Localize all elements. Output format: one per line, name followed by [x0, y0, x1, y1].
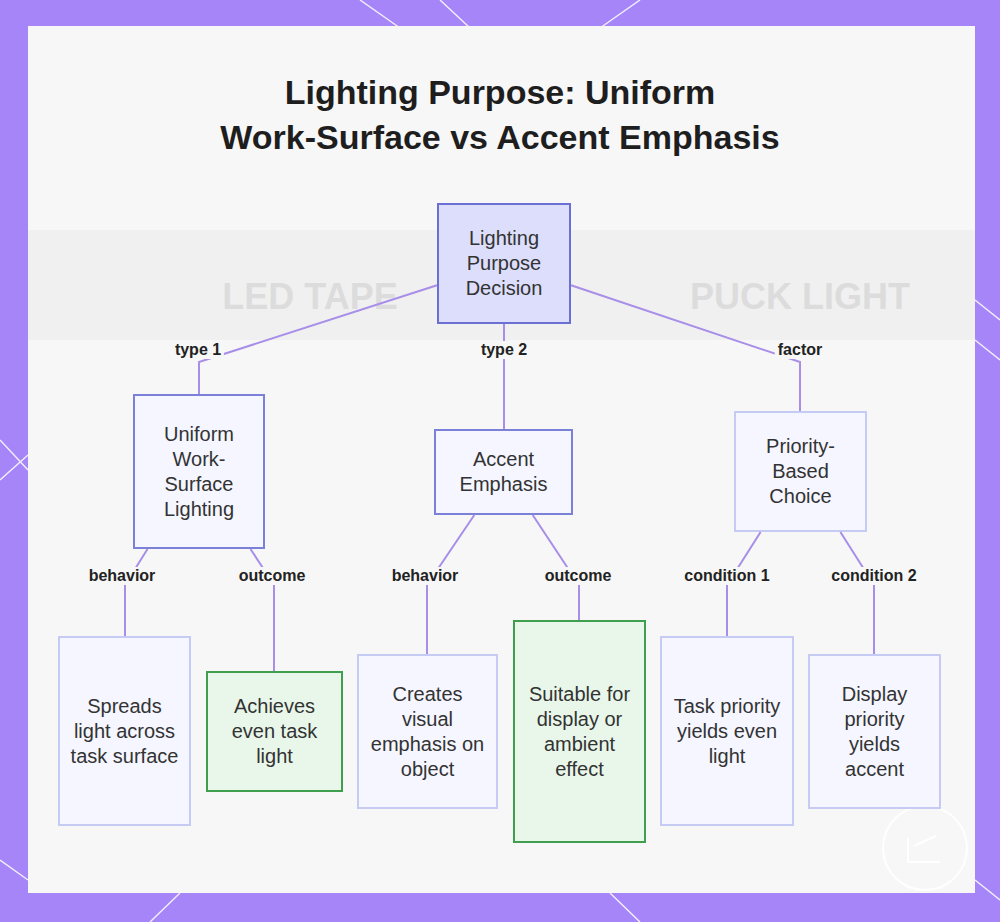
- node-text: Spreads light across task surface: [70, 694, 179, 769]
- process-box: Spreads light across task surface: [58, 636, 191, 826]
- node-text: Creates visual emphasis on object: [369, 682, 486, 782]
- connector-line: [571, 285, 800, 411]
- node-text: Accent Emphasis: [446, 447, 561, 497]
- edge-label: behavior: [389, 567, 462, 585]
- node-text: Achieves even task light: [218, 694, 331, 769]
- diagram-title: Lighting Purpose: Uniform Work-Surface v…: [195, 70, 805, 160]
- decor-line: [360, 0, 640, 28]
- process-box: Priority-Based Choice: [734, 411, 867, 532]
- node-text: Lighting Purpose Decision: [449, 226, 559, 301]
- connector-line: [199, 285, 437, 394]
- process-box: Display priority yields accent: [808, 654, 941, 809]
- process-box: Uniform Work-Surface Lighting: [133, 394, 265, 549]
- edge-label: outcome: [542, 567, 615, 585]
- node-text: Display priority yields accent: [820, 682, 929, 782]
- node-text: Uniform Work-Surface Lighting: [145, 422, 253, 522]
- watermark: LED TAPE: [222, 276, 397, 318]
- process-box: Achieves even task light: [206, 671, 343, 792]
- logo-circle: [883, 806, 967, 890]
- process-box: Accent Emphasis: [434, 429, 573, 515]
- process-box: Suitable for display or ambient effect: [513, 620, 646, 843]
- edge-label: outcome: [236, 567, 309, 585]
- watermark: PUCK LIGHT: [690, 276, 910, 318]
- connector-line: [840, 532, 874, 654]
- edge-label: condition 2: [828, 567, 919, 585]
- edge-label: condition 1: [681, 567, 772, 585]
- logo-mark: [908, 836, 940, 862]
- node-text: Priority-Based Choice: [746, 434, 855, 509]
- edge-label: factor: [775, 341, 825, 359]
- connector-line: [125, 549, 148, 636]
- edge-label: type 1: [172, 341, 224, 359]
- process-box: Creates visual emphasis on object: [357, 654, 498, 809]
- node-text: Task priority yields even light: [672, 694, 782, 769]
- process-box: Lighting Purpose Decision: [437, 203, 571, 324]
- node-text: Suitable for display or ambient effect: [525, 682, 634, 782]
- edge-label: behavior: [86, 567, 159, 585]
- connector-line: [503, 324, 505, 429]
- process-box: Task priority yields even light: [660, 636, 794, 826]
- panel: [28, 26, 975, 893]
- edge-label: type 2: [478, 341, 530, 359]
